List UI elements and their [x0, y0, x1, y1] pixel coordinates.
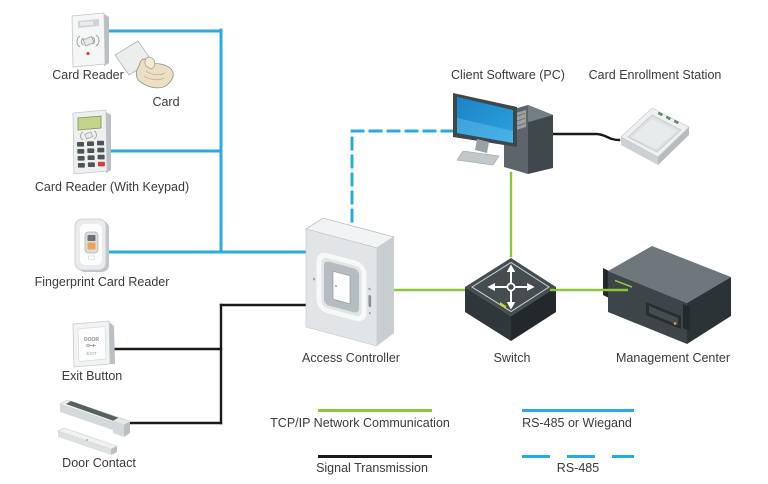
fingerprint-card-reader-icon [74, 218, 109, 272]
legend-label-signal: Signal Transmission [316, 461, 428, 475]
label-card: Card [152, 95, 180, 109]
label-exit-button: Exit Button [61, 369, 123, 383]
client-pc-icon [453, 93, 553, 174]
legend-swatch-signal [318, 455, 432, 458]
label-fingerprint-card-reader: Fingerprint Card Reader [34, 275, 170, 289]
card-enrollment-station-icon [620, 107, 690, 165]
exit-button-text-door: DOOR [84, 337, 99, 343]
label-door-contact: Door Contact [62, 456, 136, 470]
legend-swatch-rs485-or-wiegand [522, 409, 634, 412]
switch-icon [465, 258, 556, 341]
legend-label-rs485-or-wiegand: RS-485 or Wiegand [522, 416, 632, 430]
legend-label-tcpip: TCP/IP Network Communication [270, 416, 450, 430]
label-card-reader: Card Reader [52, 68, 124, 82]
keypad-card-reader-icon [72, 109, 111, 175]
legend-swatch-tcpip [318, 409, 432, 412]
label-management-center: Management Center [616, 351, 730, 365]
card-in-hand-icon [114, 40, 174, 89]
door-contact-icon [57, 399, 131, 455]
exit-button-icon: DOOR EXIT [72, 320, 115, 368]
label-card-enrollment-station: Card Enrollment Station [588, 68, 722, 82]
wire-pc-to-enrollment-signal [552, 132, 621, 142]
legend-swatch-rs485-dashed [522, 455, 634, 458]
label-client-software-pc: Client Software (PC) [451, 68, 565, 82]
wires [104, 28, 621, 425]
card-reader-icon [71, 12, 109, 68]
label-switch: Switch [493, 351, 531, 365]
legend-label-rs485: RS-485 [556, 461, 600, 475]
management-center-icon [603, 246, 731, 344]
exit-button-text-exit: EXIT [86, 351, 96, 356]
access-controller-icon [305, 217, 395, 347]
wire-controller-to-pc-rs485-dashed [350, 129, 454, 223]
label-access-controller: Access Controller [302, 351, 400, 365]
label-card-reader-keypad: Card Reader (With Keypad) [34, 180, 190, 194]
